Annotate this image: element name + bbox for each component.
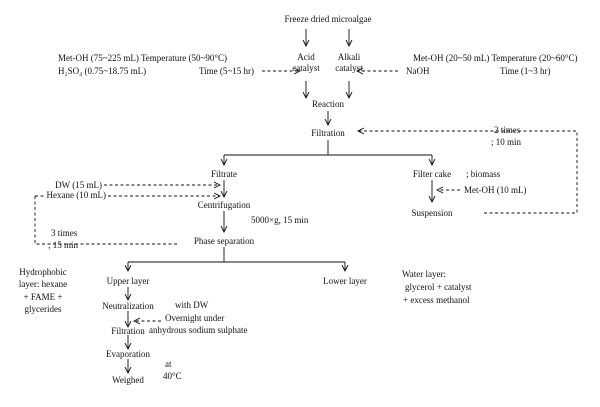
water-line1: Water layer: bbox=[402, 269, 446, 279]
hydrophobic-line3: + FAME + bbox=[24, 292, 63, 302]
dashed-recycle-loop bbox=[358, 131, 578, 214]
node-freeze-dried: Freeze dried microalgae bbox=[285, 14, 372, 24]
alkali-time: Time (1~3 hr) bbox=[500, 66, 551, 76]
node-filtrate: Filtrate bbox=[211, 169, 237, 179]
meoh-wash: Met-OH (10 mL) bbox=[464, 185, 527, 195]
node-acid-catalyst-line1: Acid bbox=[297, 52, 315, 62]
recycle-times: 2 times bbox=[494, 125, 521, 135]
evap-at: at bbox=[165, 359, 172, 369]
wash-times: 3 times bbox=[51, 228, 78, 238]
node-upper-layer: Upper layer bbox=[107, 276, 150, 286]
acid-conditions-reagent: H₂SO₄ (0.75~18.75 mL) bbox=[58, 66, 146, 76]
node-phase-separation: Phase separation bbox=[194, 236, 255, 246]
acid-conditions-line1: Met-OH (75~225 mL) Temperature (50~90°C) bbox=[58, 53, 227, 63]
node-alkali-catalyst-line1: Alkali bbox=[338, 52, 361, 62]
acid-conditions-time: Time (5~15 hr) bbox=[199, 66, 254, 76]
node-weighed: Weighed bbox=[112, 375, 144, 385]
node-filter-cake: Filter cake bbox=[413, 169, 451, 179]
alkali-conditions-line1: Met-OH (20~50 mL) Temperature (20~60°C) bbox=[413, 53, 578, 63]
node-neutralization: Neutralization bbox=[102, 301, 154, 311]
annotations: Met-OH (75~225 mL) Temperature (50~90°C)… bbox=[19, 53, 578, 381]
node-biomass: ; biomass bbox=[466, 169, 501, 179]
alkali-reagent: NaOH bbox=[406, 66, 430, 76]
process-nodes: Freeze dried microalgae Acid catalyst Al… bbox=[102, 14, 500, 385]
dw-reagent: DW (15 mL) bbox=[55, 180, 102, 190]
hexane-reagent: Hexane (10 mL) bbox=[47, 190, 106, 200]
connectors bbox=[34, 29, 578, 373]
node-reaction: Reaction bbox=[312, 99, 344, 109]
node-alkali-catalyst-line2: catalyst bbox=[335, 63, 363, 73]
neutral-overnight: Overnight under bbox=[165, 313, 224, 323]
node-centrifugation: Centrifugation bbox=[198, 200, 251, 210]
neutral-sulphate: anhydrous sodium sulphate bbox=[149, 325, 248, 335]
centrifuge-speed: 5000×g, 15 min bbox=[251, 215, 309, 225]
hydrophobic-line4: glycerides bbox=[25, 304, 62, 314]
evap-temp: 40°C bbox=[163, 371, 182, 381]
neutral-with: with DW bbox=[175, 300, 209, 310]
node-lower-layer: Lower layer bbox=[323, 276, 367, 286]
water-line2: glycerol + catalyst bbox=[405, 282, 472, 292]
wash-duration: ; 15 min bbox=[48, 240, 79, 250]
hydrophobic-line2: layer: hexane bbox=[19, 279, 67, 289]
node-filtration-lower: Filtration bbox=[111, 326, 145, 336]
dashed-wash-loop bbox=[34, 196, 179, 245]
node-filtration-main: Filtration bbox=[311, 128, 345, 138]
node-evaporation: Evaporation bbox=[106, 349, 150, 359]
node-suspension: Suspension bbox=[411, 208, 453, 218]
recycle-duration: ; 10 min bbox=[491, 137, 522, 147]
water-line3: + excess methanol bbox=[403, 295, 470, 305]
node-acid-catalyst-line2: catalyst bbox=[292, 63, 320, 73]
hydrophobic-line1: Hydrophobic bbox=[19, 267, 67, 277]
